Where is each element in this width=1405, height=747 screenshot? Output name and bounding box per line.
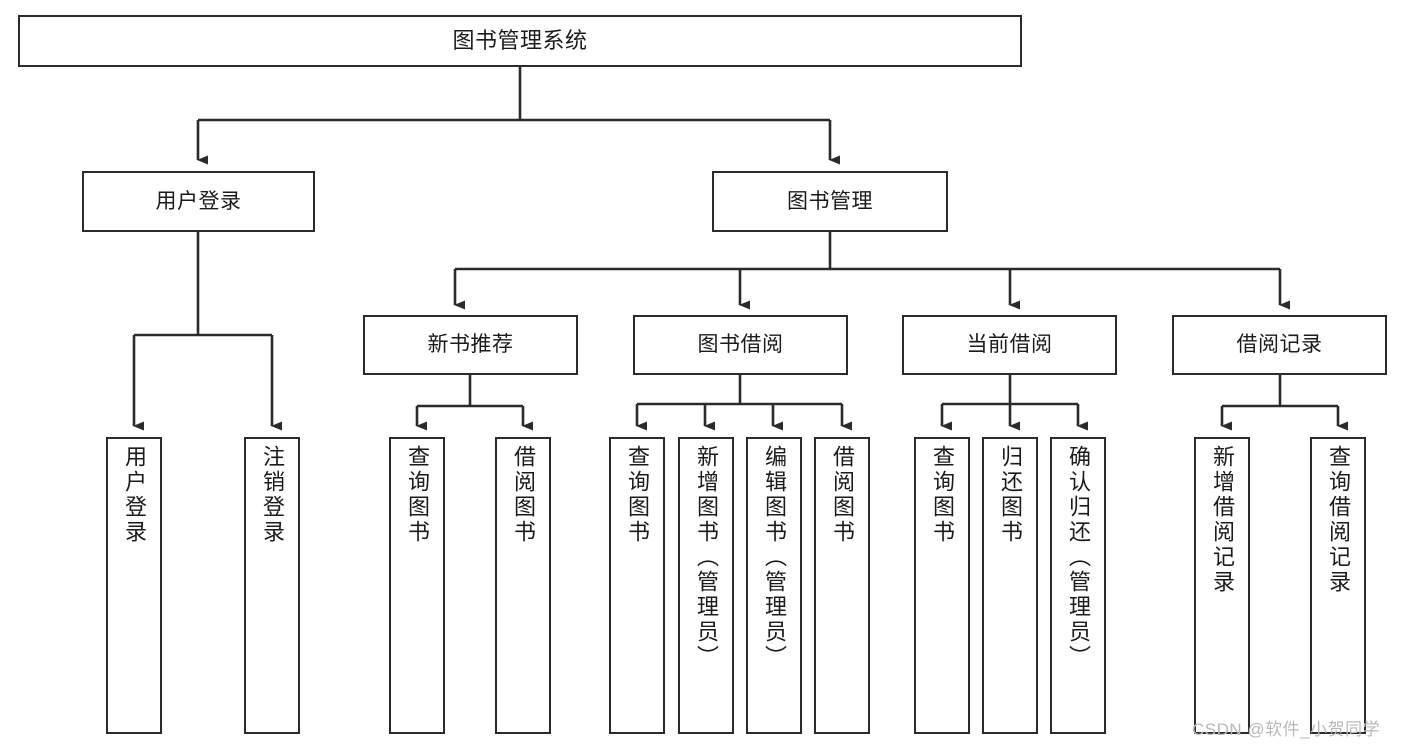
node-leaf-query-record-label: 查询借阅记录 (1326, 445, 1351, 595)
node-leaf-query-book-2-label: 查询图书 (625, 445, 650, 545)
node-leaf-add-book-label: 新增图书（管理员） (694, 445, 719, 670)
node-user-login[interactable]: 用户登录 (82, 171, 315, 232)
node-leaf-add-book[interactable]: 新增图书（管理员） (678, 437, 734, 734)
node-leaf-borrow-book-1[interactable]: 借阅图书 (495, 437, 551, 734)
node-leaf-return-book-label: 归还图书 (998, 445, 1023, 545)
node-leaf-user-login-label: 用户登录 (122, 445, 147, 545)
node-book-borrow[interactable]: 图书借阅 (633, 315, 848, 375)
node-leaf-user-login[interactable]: 用户登录 (106, 437, 162, 734)
node-leaf-query-book-3[interactable]: 查询图书 (914, 437, 970, 734)
node-leaf-edit-book-label: 编辑图书（管理员） (762, 445, 787, 670)
node-root-system[interactable]: 图书管理系统 (18, 15, 1022, 67)
node-leaf-logout[interactable]: 注销登录 (244, 437, 300, 734)
node-current-borrow-label: 当前借阅 (966, 333, 1053, 357)
node-leaf-query-book-3-label: 查询图书 (930, 445, 955, 545)
node-leaf-borrow-book-2[interactable]: 借阅图书 (814, 437, 870, 734)
node-leaf-query-book-1-label: 查询图书 (405, 445, 430, 545)
node-leaf-confirm-return[interactable]: 确认归还（管理员） (1050, 437, 1106, 734)
node-user-login-label: 用户登录 (155, 189, 242, 213)
node-leaf-query-book-1[interactable]: 查询图书 (389, 437, 445, 734)
node-borrow-record[interactable]: 借阅记录 (1172, 315, 1387, 375)
node-leaf-query-record[interactable]: 查询借阅记录 (1310, 437, 1366, 734)
node-new-book-recommend[interactable]: 新书推荐 (363, 315, 578, 375)
node-book-manage[interactable]: 图书管理 (712, 171, 948, 232)
node-leaf-confirm-return-label: 确认归还（管理员） (1066, 445, 1091, 670)
node-book-manage-label: 图书管理 (787, 189, 873, 213)
node-leaf-borrow-book-2-label: 借阅图书 (830, 445, 855, 545)
csdn-watermark: CSDN @软件_小贺同学 (1192, 720, 1381, 739)
node-new-book-recommend-label: 新书推荐 (427, 333, 514, 357)
node-leaf-borrow-book-1-label: 借阅图书 (511, 445, 536, 545)
node-leaf-query-book-2[interactable]: 查询图书 (609, 437, 665, 734)
node-current-borrow[interactable]: 当前借阅 (902, 315, 1117, 375)
node-borrow-record-label: 借阅记录 (1236, 333, 1323, 357)
node-root-system-label: 图书管理系统 (452, 27, 588, 53)
node-book-borrow-label: 图书借阅 (697, 333, 784, 357)
node-leaf-add-record-label: 新增借阅记录 (1210, 445, 1235, 595)
node-leaf-add-record[interactable]: 新增借阅记录 (1194, 437, 1250, 734)
node-leaf-edit-book[interactable]: 编辑图书（管理员） (746, 437, 802, 734)
node-leaf-logout-label: 注销登录 (260, 445, 285, 545)
node-leaf-return-book[interactable]: 归还图书 (982, 437, 1038, 734)
